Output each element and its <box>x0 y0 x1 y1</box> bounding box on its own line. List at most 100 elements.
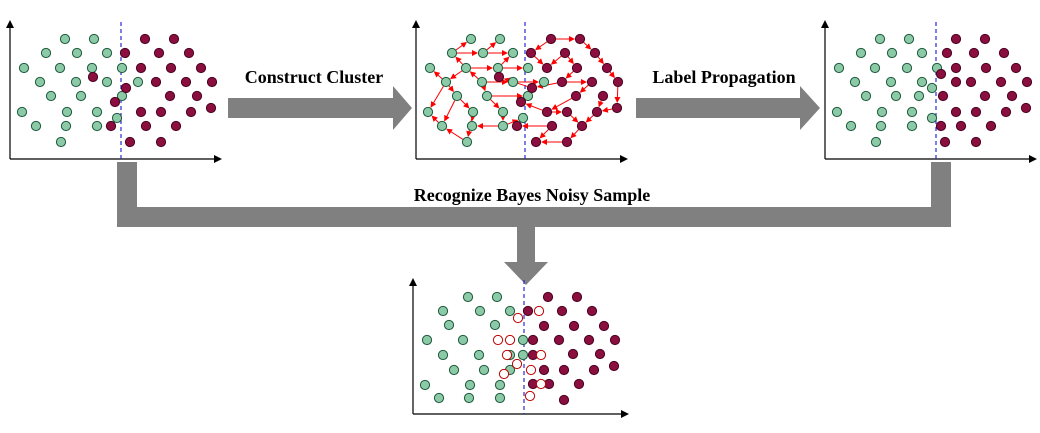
panel-cluster-graph <box>412 20 628 163</box>
cluster-link <box>525 103 543 111</box>
cluster-link <box>486 42 497 51</box>
red-sample-point <box>574 33 586 45</box>
cluster-link <box>579 84 589 93</box>
green-sample-point <box>457 334 469 346</box>
green-sample-point <box>497 120 509 132</box>
red-sample-point <box>594 348 606 360</box>
red-sample-point <box>588 364 600 376</box>
cluster-link <box>446 128 464 140</box>
cluster-link <box>501 56 510 65</box>
cluster-link <box>444 100 456 122</box>
red-sample-point <box>583 334 595 346</box>
green-sample-point <box>30 120 42 132</box>
red-sample-point <box>1006 90 1018 102</box>
red-sample-point <box>570 90 582 102</box>
panel-propagated-labels <box>821 20 1037 163</box>
cluster-link <box>539 129 549 139</box>
green-sample-point <box>111 112 123 124</box>
red-sample-point <box>553 334 565 346</box>
green-sample-point <box>55 136 67 148</box>
green-sample-point <box>40 47 52 59</box>
green-sample-point <box>443 319 455 331</box>
red-sample-point <box>571 291 583 303</box>
green-sample-point <box>885 76 897 88</box>
red-sample-point <box>180 76 192 88</box>
green-sample-point <box>474 305 486 317</box>
red-sample-point <box>541 106 553 118</box>
green-sample-point <box>34 76 46 88</box>
red-sample-point <box>195 62 207 74</box>
cluster-link <box>431 115 439 123</box>
green-sample-point <box>906 120 918 132</box>
red-sample-point <box>140 120 152 132</box>
red-sample-point <box>150 76 162 88</box>
cluster-link <box>534 56 544 65</box>
green-sample-point <box>913 90 925 102</box>
red-sample-point <box>206 76 218 88</box>
green-sample-point <box>70 76 82 88</box>
green-sample-point <box>86 62 98 74</box>
green-sample-point <box>61 106 73 118</box>
green-sample-point <box>101 76 113 88</box>
label-construct-cluster: Construct Cluster <box>245 67 383 87</box>
red-sample-point <box>568 320 580 332</box>
green-sample-point <box>71 47 83 59</box>
green-sample-point <box>18 62 30 74</box>
red-sample-point <box>573 378 585 390</box>
green-sample-point <box>926 112 938 124</box>
red-sample-point <box>935 68 947 80</box>
red-sample-point <box>526 82 538 94</box>
red-sample-point <box>979 33 991 45</box>
cluster-link <box>551 97 572 110</box>
green-sample-point <box>462 291 474 303</box>
green-sample-point <box>903 33 915 45</box>
noisy-sample-point <box>498 368 510 380</box>
green-sample-point <box>926 82 938 94</box>
cluster-link <box>570 115 579 123</box>
red-sample-point <box>120 82 132 94</box>
red-sample-point <box>191 90 203 102</box>
green-sample-point <box>101 47 113 59</box>
green-sample-point <box>419 379 431 391</box>
red-sample-point <box>559 47 571 59</box>
red-sample-point <box>109 96 121 108</box>
red-sample-point <box>515 96 527 108</box>
green-sample-point <box>517 334 529 346</box>
red-sample-point <box>601 62 613 74</box>
green-sample-point <box>75 90 87 102</box>
green-sample-point <box>507 47 519 59</box>
cluster-link <box>585 115 594 123</box>
green-sample-point <box>916 76 928 88</box>
green-sample-point <box>16 106 28 118</box>
green-sample-point <box>424 62 436 74</box>
red-sample-point <box>493 71 505 83</box>
red-sample-point <box>965 76 977 88</box>
green-sample-point <box>116 62 128 74</box>
green-sample-point <box>494 379 506 391</box>
green-sample-point <box>461 136 473 148</box>
red-sample-point <box>955 120 967 132</box>
red-sample-point <box>950 106 962 118</box>
red-sample-point <box>556 305 568 317</box>
red-sample-point <box>546 120 558 132</box>
arrow-recognize-bayes <box>117 162 951 285</box>
red-sample-point <box>155 106 167 118</box>
red-sample-point <box>165 62 177 74</box>
green-sample-point <box>876 106 888 118</box>
red-sample-point <box>937 90 949 102</box>
red-sample-point <box>558 364 570 376</box>
green-sample-point <box>491 291 503 303</box>
green-sample-point <box>833 62 845 74</box>
green-sample-point <box>88 33 100 45</box>
red-sample-point <box>609 334 621 346</box>
red-sample-point <box>576 120 588 132</box>
red-sample-point <box>1000 106 1012 118</box>
green-sample-point <box>465 33 477 45</box>
green-sample-point <box>60 120 72 132</box>
red-sample-point <box>561 136 573 148</box>
red-sample-point <box>985 120 997 132</box>
green-sample-point <box>91 120 103 132</box>
red-sample-point <box>935 120 947 132</box>
green-sample-point <box>437 305 449 317</box>
red-sample-point <box>968 47 980 59</box>
